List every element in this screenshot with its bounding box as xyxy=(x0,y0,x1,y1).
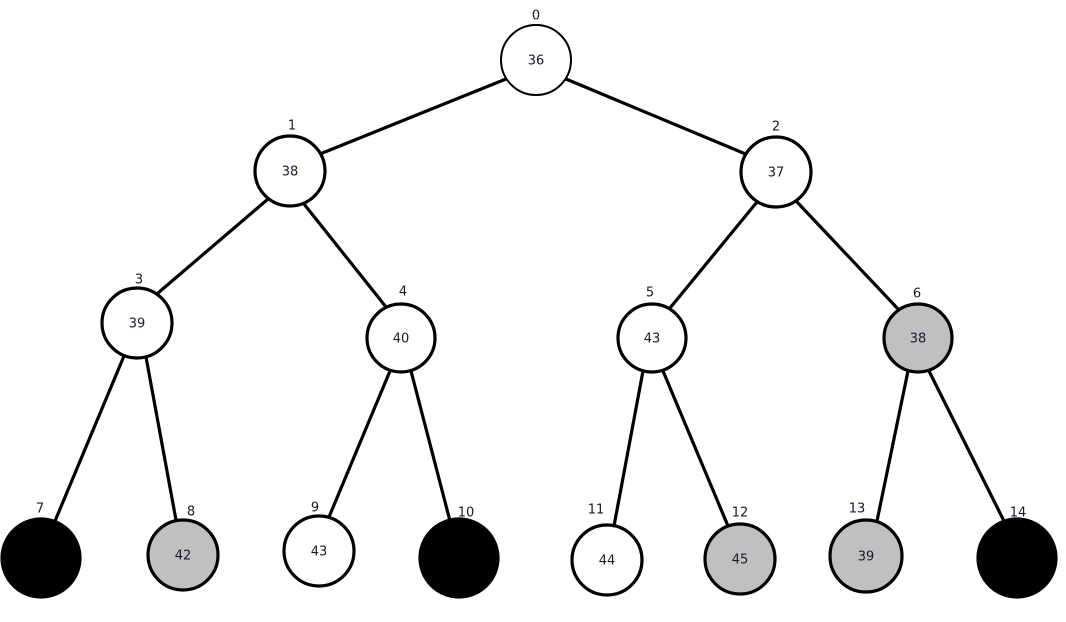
node-circle-8[interactable] xyxy=(146,518,220,592)
tree-edge-6-14 xyxy=(927,369,1006,523)
node-index-label-7: 7 xyxy=(36,502,44,517)
tree-edge-0-1 xyxy=(318,77,508,156)
node-circle-14[interactable] xyxy=(976,517,1058,599)
node-circle-3[interactable] xyxy=(100,286,174,360)
tree-node-6[interactable]: 38 xyxy=(882,302,954,374)
tree-node-5[interactable]: 43 xyxy=(616,302,688,374)
tree-node-7[interactable] xyxy=(0,517,82,599)
node-index-label-3: 3 xyxy=(135,273,143,288)
tree-node-11[interactable]: 44 xyxy=(570,523,644,597)
node-index-label-14: 14 xyxy=(1010,506,1027,521)
node-index-label-6: 6 xyxy=(913,287,921,302)
node-circle-13[interactable] xyxy=(828,518,904,594)
node-circle-5[interactable] xyxy=(616,302,688,374)
node-value-8: 42 xyxy=(175,549,192,564)
node-index-label-12: 12 xyxy=(732,506,749,521)
node-circle-9[interactable] xyxy=(282,514,356,588)
node-circle-1[interactable] xyxy=(253,134,327,208)
tree-node-0[interactable]: 36 xyxy=(500,24,572,96)
node-circle-2[interactable] xyxy=(739,135,813,209)
node-index-label-2: 2 xyxy=(772,120,780,135)
node-value-1: 38 xyxy=(282,165,299,180)
tree-node-13[interactable]: 39 xyxy=(828,518,904,594)
tree-node-10[interactable] xyxy=(418,517,500,599)
node-value-12: 45 xyxy=(732,553,749,568)
node-index-label-9: 9 xyxy=(311,501,319,516)
tree-edge-5-12 xyxy=(661,369,730,528)
tree-edge-1-3 xyxy=(156,197,270,295)
node-circle-4[interactable] xyxy=(365,302,437,374)
node-value-9: 43 xyxy=(311,545,328,560)
node-value-6: 38 xyxy=(910,332,927,347)
tree-node-2[interactable]: 37 xyxy=(739,135,813,209)
node-value-0: 36 xyxy=(528,54,545,69)
node-index-label-5: 5 xyxy=(646,286,654,301)
tree-edge-2-5 xyxy=(668,200,759,310)
tree-node-12[interactable]: 45 xyxy=(703,522,777,596)
tree-node-3[interactable]: 39 xyxy=(100,286,174,360)
tree-node-8[interactable]: 42 xyxy=(146,518,220,592)
node-circle-10[interactable] xyxy=(418,517,500,599)
node-circle-12[interactable] xyxy=(703,522,777,596)
tree-edge-0-2 xyxy=(564,77,750,157)
tree-node-4[interactable]: 40 xyxy=(365,302,437,374)
node-value-5: 43 xyxy=(644,332,661,347)
edges-layer xyxy=(53,77,1006,528)
node-circle-6[interactable] xyxy=(882,302,954,374)
tree-edge-3-8 xyxy=(144,355,178,522)
node-index-label-11: 11 xyxy=(588,503,605,518)
node-index-label-1: 1 xyxy=(288,119,296,134)
tree-edge-4-10 xyxy=(409,369,452,523)
tree-edge-4-9 xyxy=(327,369,392,519)
node-circle-7[interactable] xyxy=(0,517,82,599)
tree-edge-1-4 xyxy=(302,202,388,309)
node-value-2: 37 xyxy=(768,166,785,181)
node-index-label-13: 13 xyxy=(849,502,866,517)
node-circle-0[interactable] xyxy=(500,24,572,96)
node-index-label-0: 0 xyxy=(532,9,540,24)
tree-node-1[interactable]: 38 xyxy=(253,134,327,208)
node-value-4: 40 xyxy=(393,332,410,347)
tree-edge-2-6 xyxy=(795,200,901,312)
node-value-11: 44 xyxy=(599,554,616,569)
node-circle-11[interactable] xyxy=(570,523,644,597)
tree-edge-5-11 xyxy=(612,369,645,528)
node-index-label-10: 10 xyxy=(458,506,475,521)
tree-node-9[interactable]: 43 xyxy=(282,514,356,588)
tree-edge-6-13 xyxy=(875,369,910,523)
tree-edge-3-7 xyxy=(53,354,126,523)
node-index-label-4: 4 xyxy=(399,285,407,300)
node-value-3: 39 xyxy=(129,317,146,332)
tree-node-14[interactable] xyxy=(976,517,1058,599)
node-index-label-8: 8 xyxy=(187,505,195,520)
node-value-13: 39 xyxy=(858,550,875,565)
